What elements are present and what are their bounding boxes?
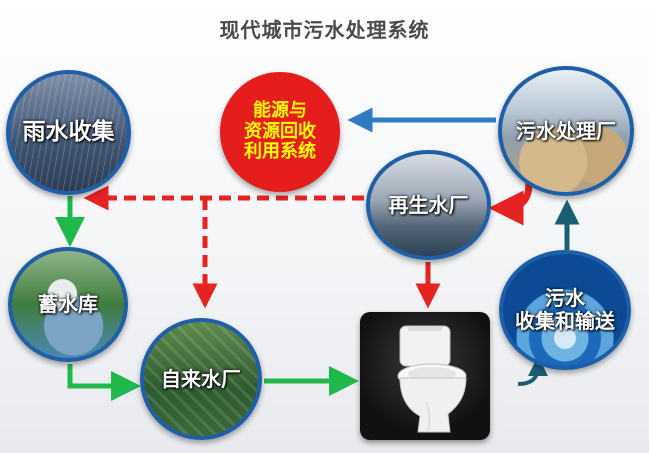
- reclaimed-water-plant-label: 再生水厂: [388, 192, 469, 217]
- energy-recycling-node: 能源与 资源回收 利用系统: [220, 72, 340, 192]
- waterworks-label: 自来水厂: [161, 366, 241, 391]
- diagram-title: 现代城市污水处理系统: [219, 18, 430, 42]
- reclaimed-water-plant-node: 再生水厂: [366, 150, 491, 260]
- energy-recycling-label: 能源与 资源回收 利用系统: [244, 99, 316, 163]
- energy-line-1: 能源与: [253, 99, 307, 121]
- energy-line-2: 资源回收: [244, 120, 316, 142]
- reservoir-node: 蓄水库: [8, 247, 128, 362]
- arrow-reservoir-to-waterworks: [67, 364, 141, 401]
- waterworks-node: 自来水厂: [140, 318, 262, 440]
- energy-line-3: 利用系统: [244, 141, 316, 163]
- toilet-icon: [360, 312, 490, 440]
- collection-line-2: 收集和输送: [515, 309, 615, 333]
- sewage-treatment-plant-node: 污水处理厂: [498, 66, 634, 196]
- sewage-treatment-plant-label: 污水处理厂: [516, 118, 616, 143]
- sewage-collection-node: 污水 收集和输送: [499, 250, 631, 370]
- collection-line-1: 污水: [545, 286, 585, 310]
- reservoir-label: 蓄水库: [38, 292, 98, 316]
- rain-collection-node: 雨水收集: [6, 70, 131, 195]
- sewage-collection-label: 污水 收集和输送: [515, 287, 615, 333]
- arrow-toilet-to-collection: [517, 356, 548, 386]
- rain-collection-label: 雨水收集: [22, 119, 115, 146]
